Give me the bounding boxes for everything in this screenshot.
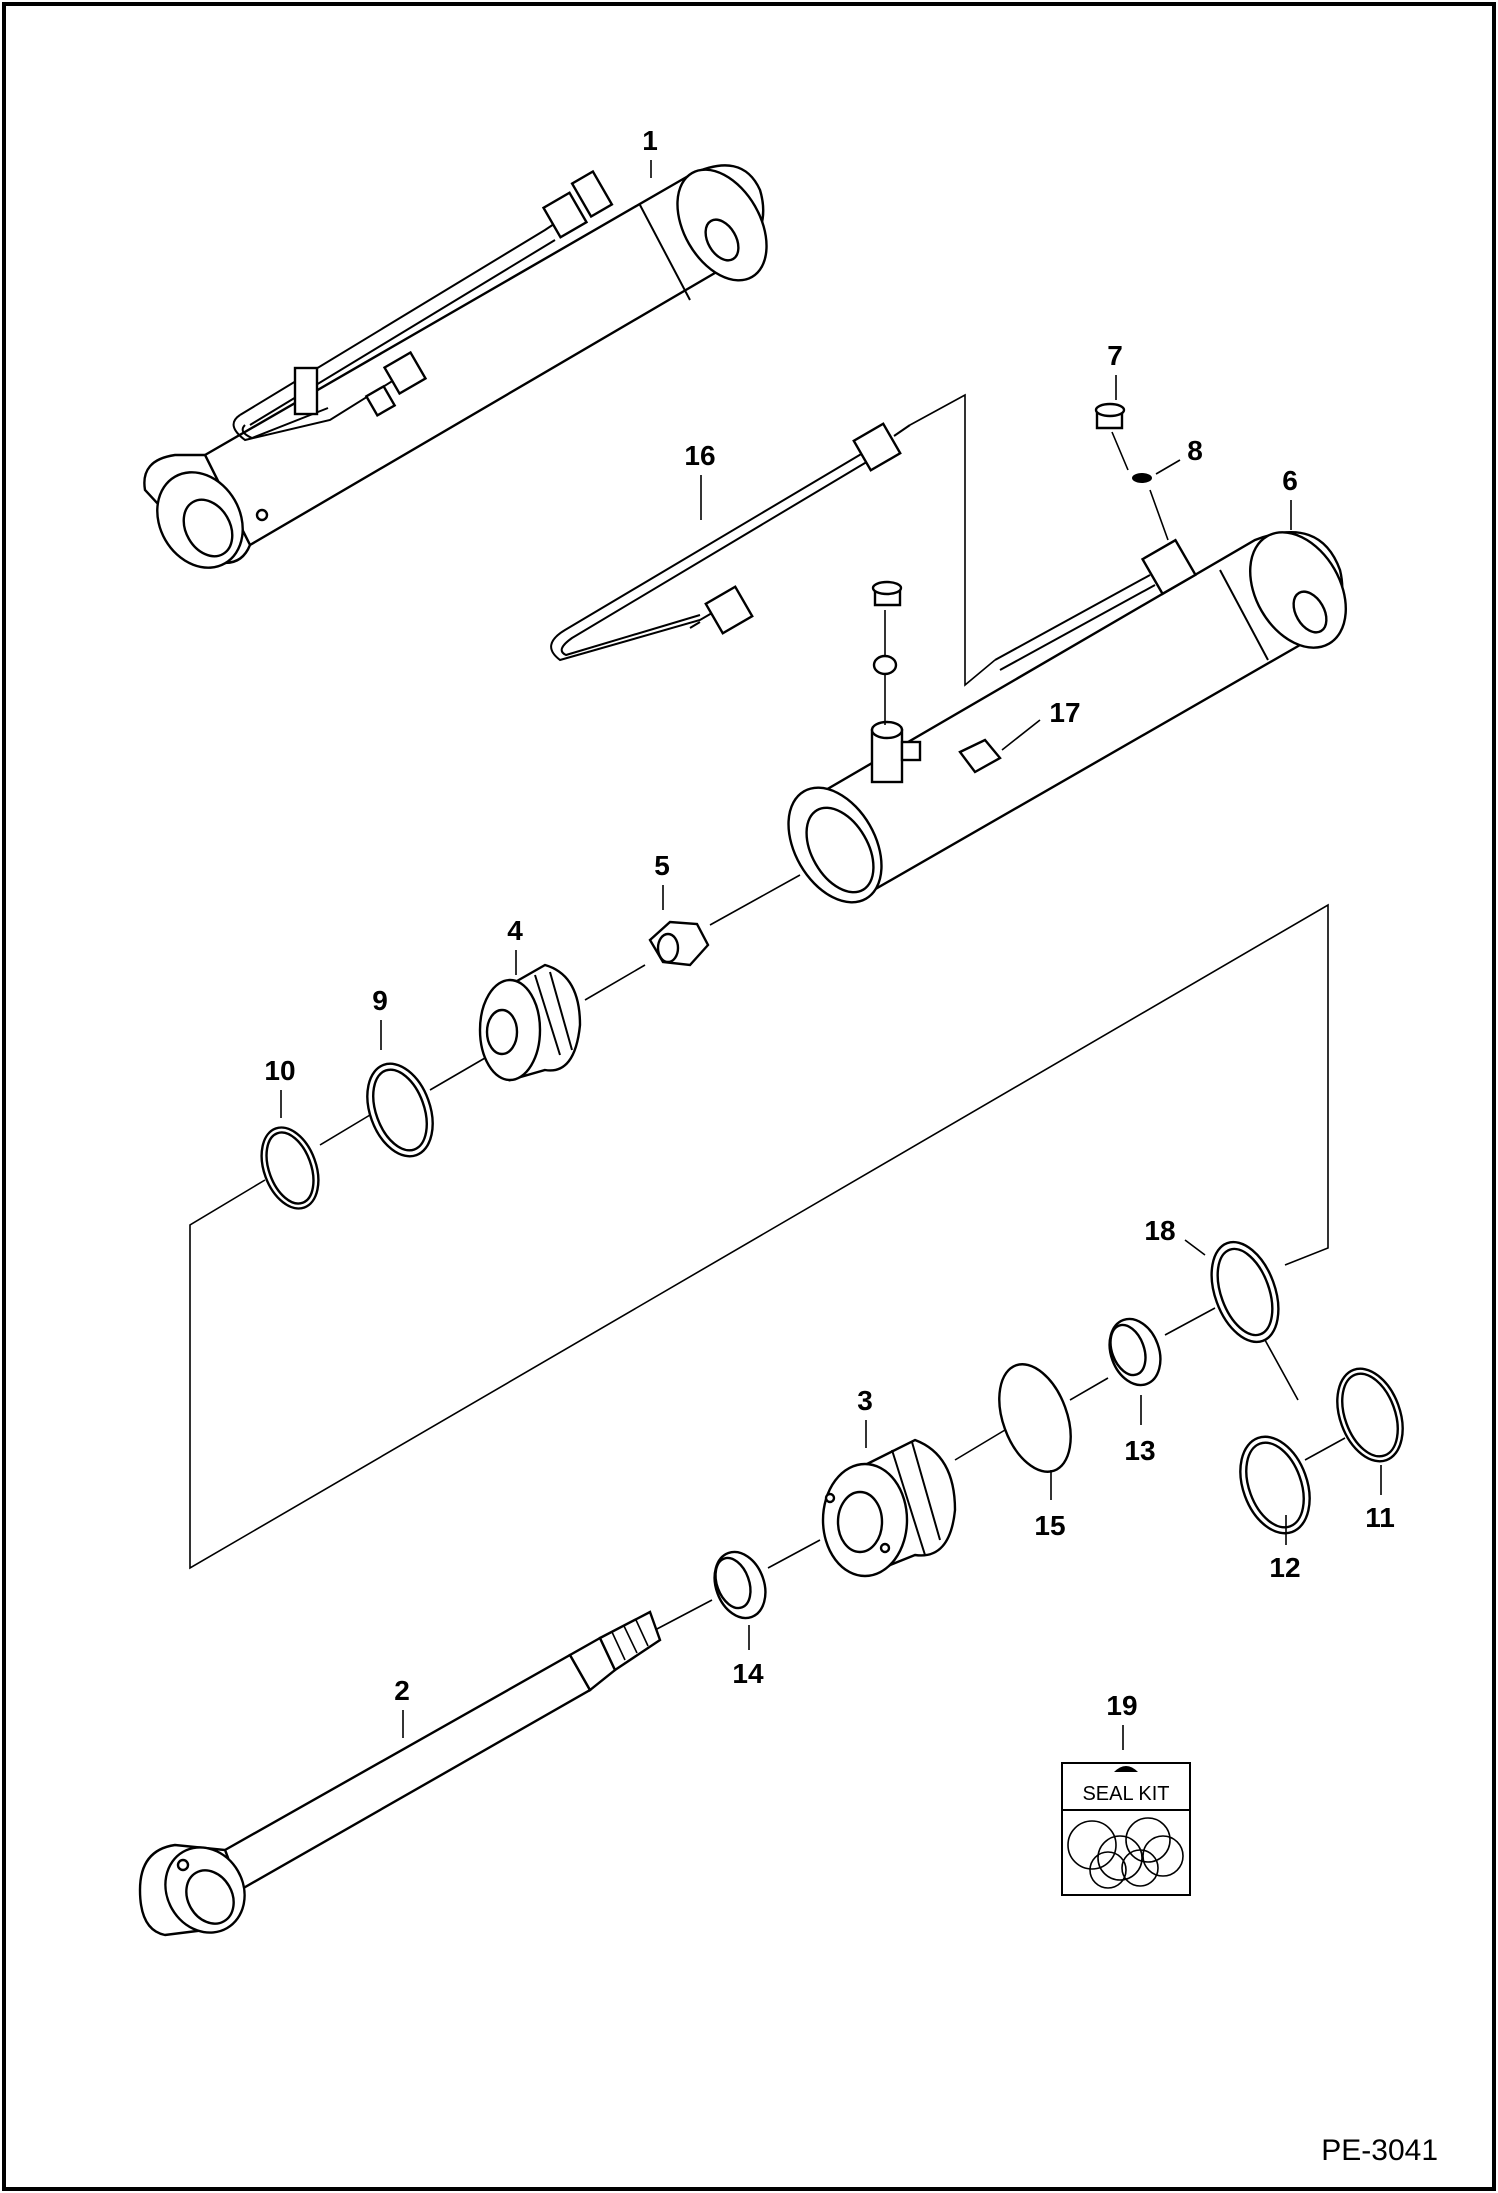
axis-13 bbox=[1164, 1307, 1216, 1336]
callout-8: 8 bbox=[1187, 435, 1203, 466]
ring-9 bbox=[366, 1062, 434, 1158]
callout-11: 11 bbox=[1365, 1502, 1395, 1533]
ring-18-inner bbox=[1216, 1247, 1274, 1337]
ring-12 bbox=[1239, 1435, 1311, 1535]
ring-11-inner bbox=[1341, 1372, 1399, 1458]
axis-18 bbox=[1264, 1339, 1299, 1401]
ring-10-inner bbox=[265, 1131, 315, 1205]
wiper-13-inner bbox=[1109, 1323, 1147, 1377]
callout-10: 10 bbox=[264, 1055, 295, 1086]
callout-9: 9 bbox=[372, 985, 388, 1016]
callout-15: 15 bbox=[1034, 1510, 1065, 1541]
ring-18 bbox=[1210, 1240, 1280, 1344]
axis-8 bbox=[1149, 489, 1169, 541]
ring-15 bbox=[998, 1363, 1072, 1473]
callout-1: 1 bbox=[642, 125, 658, 156]
cylinder-assembly bbox=[143, 164, 768, 569]
callout-3: 3 bbox=[857, 1385, 873, 1416]
assembly-line-16 bbox=[909, 393, 996, 687]
callout-13: 13 bbox=[1124, 1435, 1155, 1466]
callout-17: 17 bbox=[1049, 697, 1080, 728]
callout-18: 18 bbox=[1144, 1215, 1175, 1246]
callout-16: 16 bbox=[684, 440, 715, 471]
axis-14 bbox=[767, 1539, 821, 1569]
callout-7: 7 bbox=[1107, 340, 1123, 371]
callout-5: 5 bbox=[654, 850, 670, 881]
callout-2: 2 bbox=[394, 1675, 410, 1706]
seal-14 bbox=[713, 1550, 767, 1620]
seal-14-inner bbox=[714, 1556, 752, 1610]
piston bbox=[478, 963, 582, 1082]
piston-rod bbox=[138, 1610, 662, 1937]
hydraulic-tube bbox=[550, 422, 911, 662]
nut bbox=[648, 920, 710, 967]
seal-kit bbox=[1061, 1762, 1191, 1896]
callout-12: 12 bbox=[1269, 1552, 1300, 1583]
ring-11 bbox=[1336, 1367, 1404, 1463]
cylinder-barrel bbox=[787, 531, 1347, 904]
assembly-line-main bbox=[189, 903, 1329, 1570]
callout-4: 4 bbox=[507, 915, 523, 946]
axis-7 bbox=[1111, 431, 1129, 471]
axis-15 bbox=[1069, 1377, 1109, 1401]
callout-14: 14 bbox=[732, 1658, 764, 1689]
seal-kit-label: SEAL KIT bbox=[1082, 1783, 1169, 1805]
ring-10 bbox=[260, 1126, 320, 1210]
drawing-reference: PE-3041 bbox=[1321, 2134, 1438, 2167]
ring-9-inner bbox=[372, 1068, 428, 1152]
o-ring-8 bbox=[1132, 473, 1152, 483]
leader-18 bbox=[1184, 1239, 1206, 1256]
axis-2 bbox=[654, 1599, 713, 1631]
wiper-13 bbox=[1108, 1317, 1162, 1387]
callout-6: 6 bbox=[1282, 465, 1298, 496]
axis-3 bbox=[954, 1429, 1006, 1461]
axis-4 bbox=[584, 964, 646, 1001]
ring-12-inner bbox=[1245, 1441, 1305, 1529]
axis-5 bbox=[709, 874, 801, 926]
callout-19: 19 bbox=[1106, 1690, 1137, 1721]
rod-guide bbox=[821, 1438, 957, 1578]
leader-8 bbox=[1155, 459, 1181, 475]
axis-9 bbox=[429, 1057, 486, 1091]
fitting-7 bbox=[1094, 402, 1126, 430]
leader-17 bbox=[1001, 719, 1041, 751]
port-plug bbox=[871, 580, 903, 725]
axis-10 bbox=[319, 1114, 371, 1146]
axis-12 bbox=[1304, 1437, 1346, 1461]
